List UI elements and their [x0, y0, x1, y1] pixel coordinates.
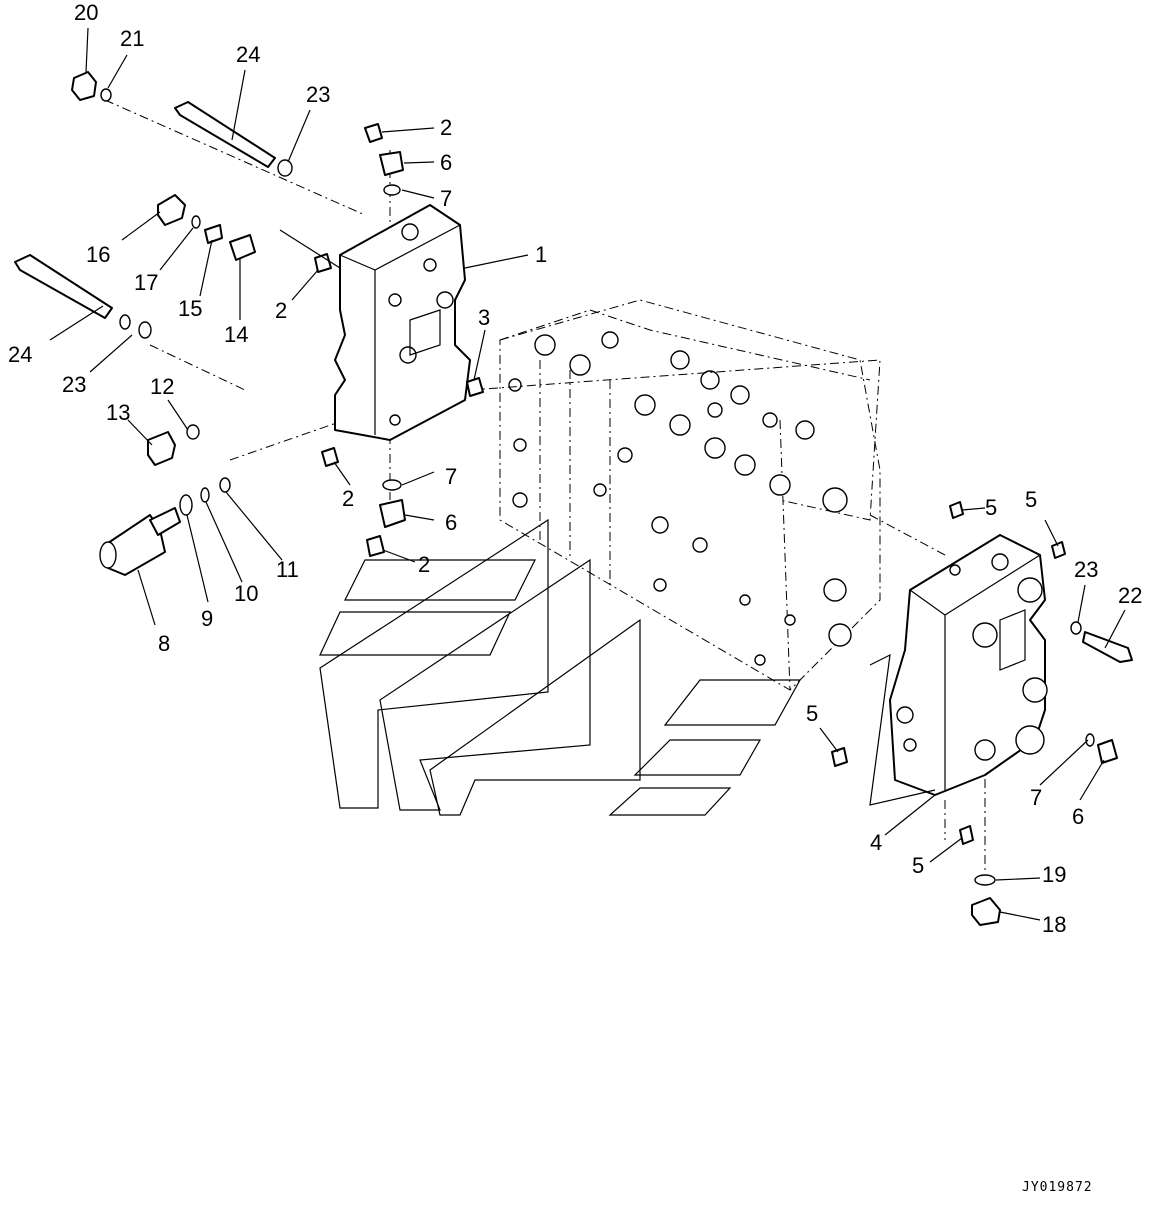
o-ring-part-7-bottom — [382, 479, 402, 491]
callout-6-top: 6 — [440, 150, 452, 175]
callout-5-right: 5 — [1025, 487, 1037, 512]
plug-part-5-bottom — [959, 825, 974, 845]
callout-2-bottom: 2 — [418, 552, 430, 577]
spool-part-14 — [229, 234, 256, 261]
callout-11: 11 — [276, 557, 299, 582]
washer-part-23-upper — [277, 159, 293, 177]
plug-part-6-right — [1097, 739, 1118, 764]
plug-part-6-bottom — [379, 499, 406, 528]
callout-7-right: 7 — [1030, 785, 1042, 810]
o-ring-part-19 — [974, 874, 996, 886]
callout-7-top: 7 — [440, 186, 452, 211]
o-ring-part-10 — [200, 487, 210, 503]
callout-21: 21 — [120, 26, 144, 51]
o-ring-part-21 — [100, 88, 112, 102]
left-end-section-part-1 — [334, 204, 471, 441]
o-ring-part-17 — [191, 215, 201, 229]
callout-9: 9 — [201, 606, 213, 631]
plug-part-2-side — [314, 253, 332, 273]
callout-23-lower: 23 — [62, 372, 86, 397]
callout-23-upper: 23 — [306, 82, 330, 107]
plug-part-6-top — [379, 151, 404, 176]
plug-part-5-left — [831, 747, 848, 767]
washer-part-23-lower — [119, 314, 131, 330]
drawing-code: JY019872 — [1022, 1180, 1093, 1195]
callout-4: 4 — [870, 830, 882, 855]
callout-17: 17 — [134, 270, 158, 295]
plug-part-2-top — [364, 123, 383, 143]
main-valve-block — [499, 299, 881, 691]
callout-22: 22 — [1118, 583, 1142, 608]
plug-part-16 — [157, 194, 186, 226]
right-end-section-part-4 — [889, 534, 1048, 796]
o-ring-part-7-top — [383, 184, 401, 196]
callout-6-mid: 6 — [445, 510, 457, 535]
callout-8: 8 — [158, 631, 170, 656]
solenoid-valve-part-8 — [99, 507, 181, 576]
leader-lines — [49, 27, 1126, 921]
callout-23-right: 23 — [1074, 557, 1098, 582]
nut-part-12 — [186, 424, 200, 440]
washer-part-23-lower-b — [138, 321, 152, 339]
valve-block-ports — [508, 331, 852, 666]
callout-3: 3 — [478, 305, 490, 330]
plug-part-5-right — [1051, 541, 1066, 559]
bolt-part-24-upper — [174, 101, 276, 168]
seal-part-11 — [219, 477, 231, 493]
plug-part-3 — [466, 377, 484, 397]
plug-part-13 — [147, 431, 176, 466]
callout-1: 1 — [535, 242, 547, 267]
callout-14: 14 — [224, 322, 248, 347]
plug-part-5-top — [949, 501, 964, 519]
callout-7-mid: 7 — [445, 464, 457, 489]
plug-part-2-bottom — [366, 535, 385, 557]
callout-20: 20 — [74, 0, 98, 25]
spring-part-15 — [204, 224, 223, 244]
bolt-part-22 — [1082, 631, 1133, 663]
callout-13: 13 — [106, 400, 130, 425]
o-ring-part-7-right — [1085, 733, 1095, 747]
callout-6-right: 6 — [1072, 804, 1084, 829]
callout-24-upper: 24 — [236, 42, 260, 67]
callout-5-bottom: 5 — [912, 853, 924, 878]
callout-10: 10 — [234, 581, 258, 606]
callout-19: 19 — [1042, 862, 1066, 887]
nut-part-20 — [71, 71, 97, 101]
plug-part-18 — [971, 897, 1001, 926]
washer-part-23-right — [1070, 621, 1082, 635]
callout-24-lower: 24 — [8, 342, 32, 367]
o-ring-part-9 — [179, 494, 193, 516]
chevron-watermark — [319, 518, 802, 816]
plug-part-2-lower — [321, 447, 339, 467]
callout-12: 12 — [150, 374, 174, 399]
callout-18: 18 — [1042, 912, 1066, 937]
callout-15: 15 — [178, 296, 202, 321]
callout-5-left: 5 — [806, 701, 818, 726]
callout-2-lower: 2 — [342, 486, 354, 511]
callout-5-top: 5 — [985, 495, 997, 520]
callout-16: 16 — [86, 242, 110, 267]
callout-2-side: 2 — [275, 298, 287, 323]
callout-2-top: 2 — [440, 115, 452, 140]
callout-labels: 20 21 24 23 2 6 7 1 16 17 15 14 2 3 24 2… — [8, 0, 1142, 937]
bolt-part-24-lower — [14, 254, 113, 319]
assembly-centerlines — [104, 99, 986, 870]
